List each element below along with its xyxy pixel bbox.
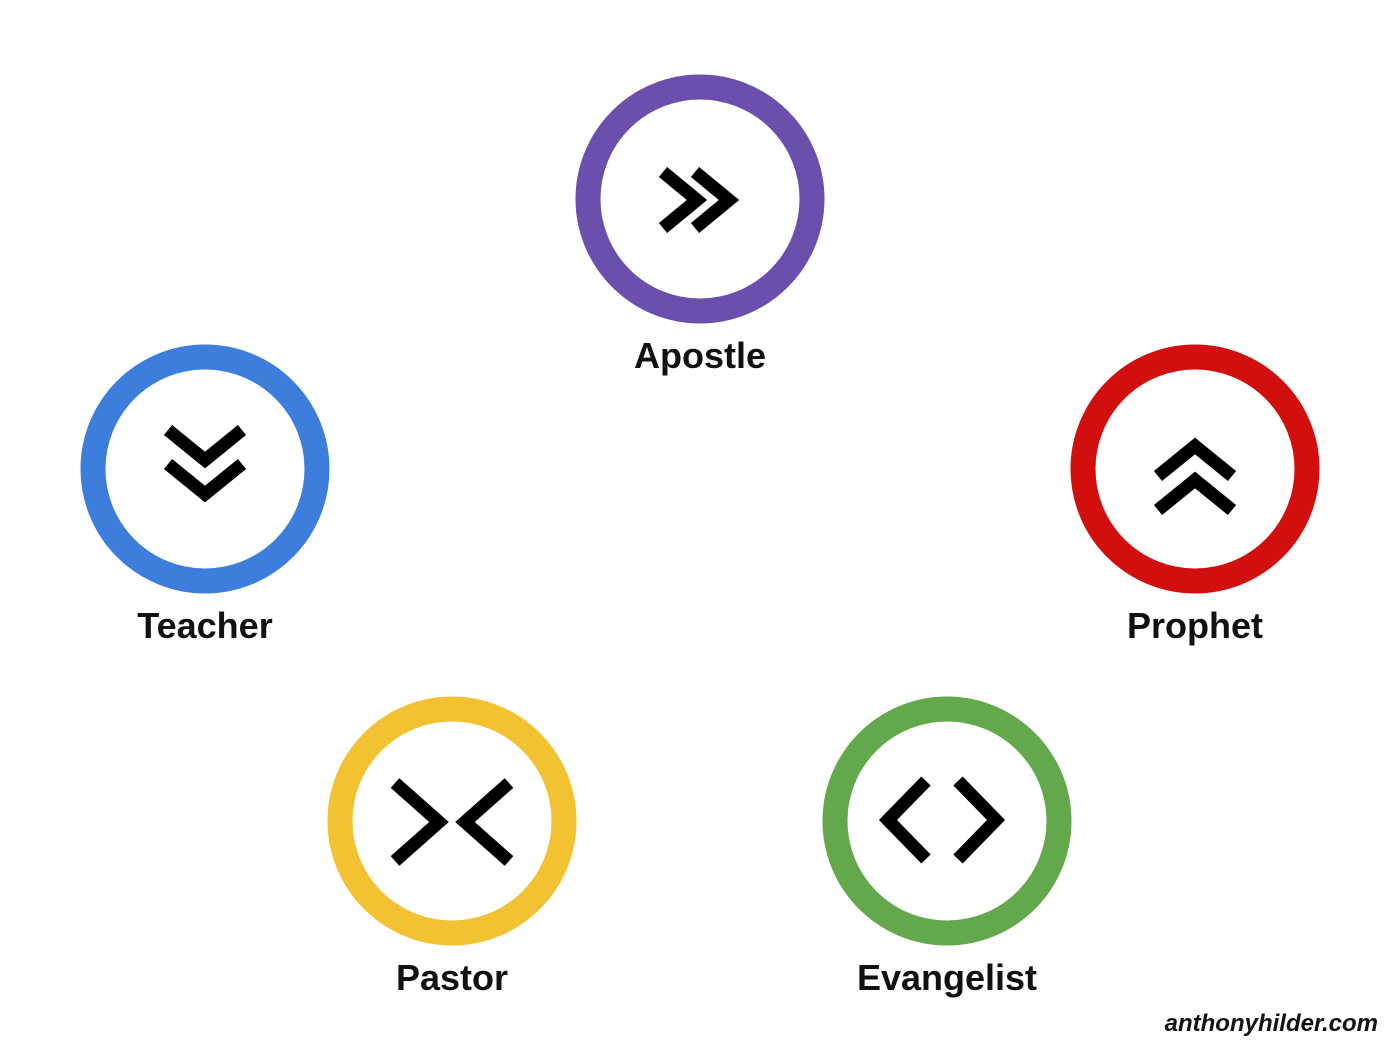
apostle-label: Apostle [633, 335, 766, 376]
teacher-label: Teacher [137, 605, 273, 646]
pastor-node: Pastor [327, 696, 577, 998]
double-chevron-right-icon [658, 166, 740, 234]
evangelist-circle [822, 696, 1072, 946]
chevrons-inward-icon [390, 778, 514, 866]
evangelist-label: Evangelist [856, 957, 1038, 998]
apostle-circle [575, 74, 825, 324]
teacher-node: Teacher [80, 344, 330, 646]
prophet-label: Prophet [1126, 605, 1263, 646]
evangelist-node: Evangelist [822, 696, 1072, 998]
double-chevron-down-icon [163, 424, 247, 503]
prophet-circle [1070, 344, 1320, 594]
teacher-circle [80, 344, 330, 594]
pastor-circle [327, 696, 577, 946]
pastor-label: Pastor [395, 957, 509, 998]
double-chevron-up-icon [1153, 437, 1237, 516]
prophet-node: Prophet [1070, 344, 1320, 646]
apostle-node: Apostle [575, 74, 825, 376]
credit-watermark: anthonyhilder.com [1164, 1010, 1378, 1037]
chevrons-outward-icon [878, 776, 1006, 864]
